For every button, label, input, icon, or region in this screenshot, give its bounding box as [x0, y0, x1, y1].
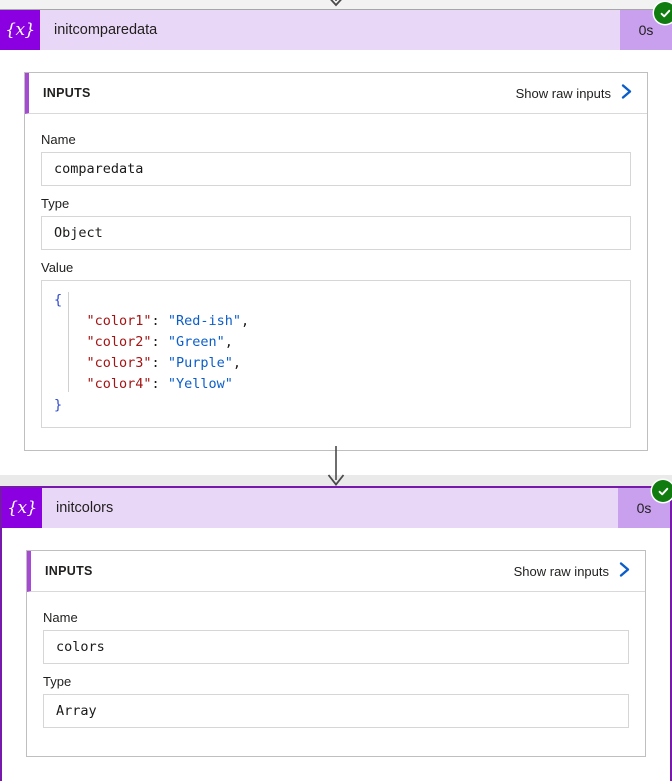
- connector-arrow-top: [0, 0, 672, 8]
- json-open-brace: {: [54, 292, 63, 308]
- value-field[interactable]: { "color1": "Red-ish", "color2": "Green"…: [41, 280, 631, 428]
- json-separator: :: [151, 355, 168, 371]
- name-field-label: Name: [43, 610, 78, 625]
- json-key: "color2": [86, 334, 152, 350]
- action-title: initcomparedata: [54, 22, 158, 38]
- type-field-label: Type: [41, 196, 70, 211]
- json-entry: "color4": "Yellow": [54, 376, 233, 392]
- json-entry: "color1": "Red-ish",: [54, 313, 250, 329]
- variable-icon-glyph: {x}: [7, 498, 37, 518]
- action-body: INPUTS Show raw inputs Name: [0, 50, 672, 475]
- inputs-panel: INPUTS Show raw inputs Name: [24, 72, 648, 451]
- json-separator: :: [151, 376, 168, 392]
- value-field-label: Value: [41, 260, 74, 275]
- name-field-value: colors: [56, 639, 105, 655]
- json-key: "color4": [86, 376, 152, 392]
- action-body: INPUTS Show raw inputs Name: [2, 528, 670, 781]
- action-card-initcolors[interactable]: {x} initcolors 0s INPUTS Show raw inputs: [0, 480, 672, 781]
- json-key: "color1": [86, 313, 152, 329]
- chevron-right-icon: [620, 83, 633, 103]
- type-field[interactable]: Array: [43, 694, 629, 728]
- variable-icon-glyph: {x}: [5, 20, 35, 40]
- json-key: "color3": [86, 355, 152, 371]
- value-json-code: { "color1": "Red-ish", "color2": "Green"…: [54, 290, 618, 416]
- inputs-panel-body: Name comparedata Type Object Value { "co…: [25, 114, 647, 450]
- check-circle-icon: [652, 480, 672, 502]
- json-value: "Purple": [167, 355, 233, 371]
- json-value: "Yellow": [167, 376, 233, 392]
- chevron-right-icon: [618, 561, 631, 581]
- show-raw-inputs-label: Show raw inputs: [513, 563, 609, 579]
- action-title: initcolors: [56, 500, 114, 516]
- type-field-value: Array: [56, 703, 97, 719]
- type-field-value: Object: [54, 225, 103, 241]
- action-header[interactable]: {x} initcomparedata 0s: [0, 2, 672, 50]
- json-separator: :: [151, 334, 168, 350]
- inputs-panel-body: Name colors Type Array: [27, 592, 645, 756]
- inputs-panel: INPUTS Show raw inputs Name: [26, 550, 646, 757]
- json-entry: "color2": "Green",: [54, 334, 233, 350]
- show-raw-inputs-label: Show raw inputs: [515, 85, 611, 101]
- indent-guide: [68, 292, 70, 392]
- variable-icon: {x}: [0, 10, 40, 50]
- inputs-panel-header: INPUTS Show raw inputs: [27, 551, 645, 592]
- json-entries: "color1": "Red-ish", "color2": "Green", …: [54, 292, 250, 392]
- name-field[interactable]: comparedata: [41, 152, 631, 186]
- check-circle-icon: [654, 2, 672, 24]
- json-value: "Green": [167, 334, 225, 350]
- name-field[interactable]: colors: [43, 630, 629, 664]
- json-comma: ,: [224, 334, 233, 350]
- json-close-brace: }: [54, 397, 63, 413]
- action-header[interactable]: {x} initcolors 0s: [2, 480, 672, 528]
- action-card-initcomparedata[interactable]: {x} initcomparedata 0s INPUTS Show raw i…: [0, 2, 672, 475]
- name-field-value: comparedata: [54, 161, 144, 177]
- inputs-panel-header: INPUTS Show raw inputs: [25, 73, 647, 114]
- json-comma: ,: [240, 313, 250, 329]
- type-field[interactable]: Object: [41, 216, 631, 250]
- show-raw-inputs-link[interactable]: Show raw inputs: [514, 561, 631, 581]
- type-field-label: Type: [43, 674, 72, 689]
- json-value: "Red-ish": [167, 313, 241, 329]
- inputs-title: INPUTS: [43, 86, 91, 100]
- show-raw-inputs-link[interactable]: Show raw inputs: [516, 83, 633, 103]
- json-entry: "color3": "Purple",: [54, 355, 241, 371]
- variable-icon: {x}: [2, 488, 42, 528]
- json-comma: ,: [232, 355, 241, 371]
- inputs-title: INPUTS: [45, 564, 93, 578]
- json-separator: :: [151, 313, 168, 329]
- name-field-label: Name: [41, 132, 76, 147]
